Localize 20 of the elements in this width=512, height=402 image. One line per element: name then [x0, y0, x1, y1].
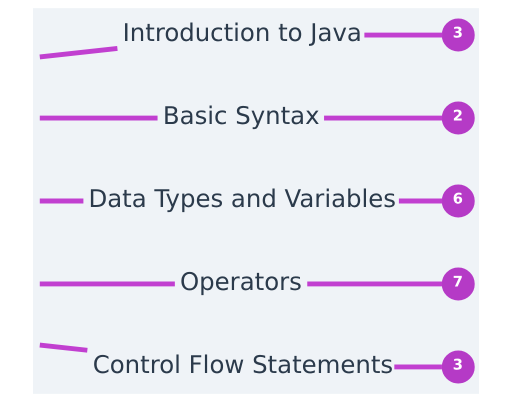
connector	[394, 364, 442, 370]
connector	[398, 198, 442, 204]
connector	[324, 116, 442, 120]
connector	[40, 116, 158, 120]
connector	[307, 282, 442, 286]
connector	[40, 198, 84, 204]
connector	[40, 46, 118, 60]
connector	[40, 282, 175, 286]
node-text: Introduction to Java	[122, 18, 362, 48]
node-circle: 6	[442, 184, 475, 218]
connector	[364, 32, 442, 38]
node-circle: 7	[442, 268, 475, 300]
node-circle: 2	[442, 102, 475, 134]
node-text: Data Types and Variables	[88, 184, 396, 214]
node-text: Operators	[180, 267, 302, 296]
node-circle: 3	[442, 18, 475, 52]
node-text: Basic Syntax	[162, 101, 320, 130]
node-text: Control Flow Statements	[92, 350, 394, 380]
node-circle: 3	[442, 350, 475, 384]
connector	[40, 342, 88, 353]
